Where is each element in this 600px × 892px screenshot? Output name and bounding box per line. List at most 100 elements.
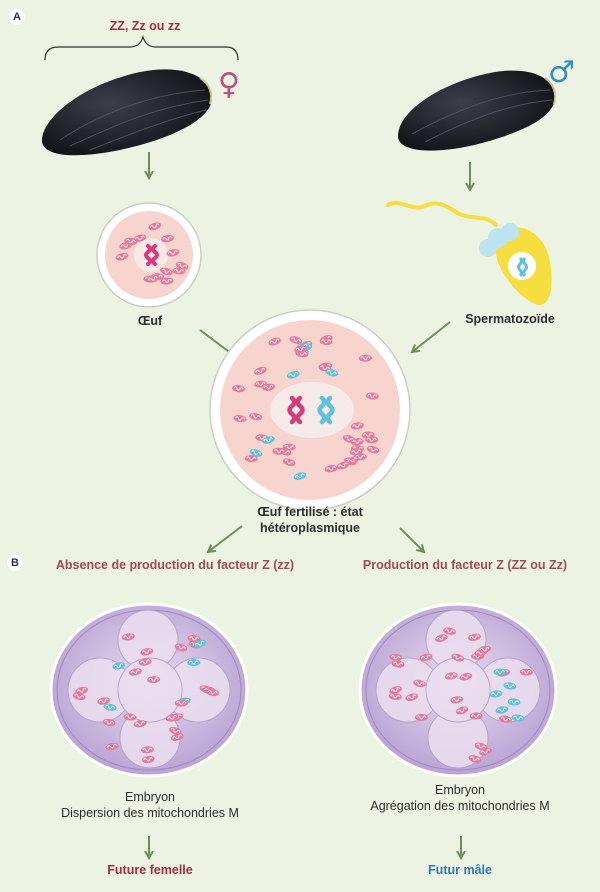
panel-marker-a: A <box>9 9 25 25</box>
panel-marker-b: B <box>7 555 23 571</box>
mitochondrion <box>391 660 405 668</box>
mitochondrion <box>124 237 138 245</box>
arrow-sperm-to-fertilized <box>410 321 451 354</box>
fertilized-egg-label-line2: hétéroplasmique <box>259 521 361 535</box>
egg-cell <box>96 202 202 308</box>
mitochondrion <box>140 648 154 656</box>
mitochondrion <box>121 633 135 641</box>
mitochondrion <box>389 686 402 694</box>
mitochondrion <box>350 438 364 446</box>
mitochondrion <box>148 222 161 231</box>
mitochondrion <box>97 697 111 705</box>
mitochondrion <box>105 742 119 751</box>
mitochondrion <box>187 659 201 667</box>
left-condition-label: Absence de production du facteur Z (zz) <box>55 558 295 572</box>
mitochondrion <box>206 688 220 697</box>
female-symbol-icon: ♀ <box>218 67 240 102</box>
mitochondrion <box>133 720 147 728</box>
mitochondrion <box>455 706 469 715</box>
mitochondrion-m <box>489 690 503 698</box>
mitochondrion <box>169 726 182 735</box>
mitochondrion <box>469 712 483 720</box>
mitochondrion <box>346 456 359 465</box>
mitochondrion <box>244 455 258 463</box>
mitochondrion <box>232 385 246 393</box>
mitochondrion <box>115 252 129 261</box>
mitochondrion <box>133 234 147 242</box>
mitochondrion <box>478 645 492 654</box>
mitochondrion <box>499 715 512 723</box>
mitochondrion <box>161 234 174 243</box>
embryo-female <box>49 602 249 778</box>
embryo-male <box>358 602 558 778</box>
right-condition-label: Production du facteur Z (ZZ ou Zz) <box>362 558 568 572</box>
mitochondrion <box>112 662 126 670</box>
mitochondrion <box>160 267 173 276</box>
mitochondrion <box>336 461 350 470</box>
right-embryo-label-line2: Agrégation des mitochondries M <box>370 799 550 813</box>
male-symbol-icon: ♂ <box>548 55 575 90</box>
mitochondrion <box>102 718 116 727</box>
mitochondrion <box>519 668 533 676</box>
left-outcome-label: Future femelle <box>107 863 193 877</box>
genotype-label: ZZ, Zz ou zz <box>109 19 181 33</box>
mitochondrion <box>324 465 338 473</box>
mitochondrion <box>160 277 174 285</box>
fertilized-egg <box>209 309 411 511</box>
mitochondrion <box>103 703 117 711</box>
egg-mitochondria <box>115 222 189 285</box>
mitochondrion <box>147 676 161 684</box>
mitochondrion-m <box>503 682 517 690</box>
mitochondrion <box>444 672 458 680</box>
mitochondrion <box>319 337 333 346</box>
mitochondrion <box>451 653 464 662</box>
mitochondrion <box>249 412 263 421</box>
genotype-bracket <box>44 34 239 61</box>
mitochondrion <box>289 336 303 344</box>
mitochondrion <box>419 653 433 661</box>
mitochondrion <box>268 337 281 346</box>
mitochondrion-m <box>495 706 509 714</box>
arrow-fertilized-right <box>399 527 426 554</box>
left-embryo-label-line2: Dispersion des mitochondries M <box>61 806 239 820</box>
mitochondrion <box>129 668 142 676</box>
fertilized-egg-label-line1: Œuf fertilisé : état <box>257 505 363 519</box>
sperm-label: Spermatozoïde <box>465 312 555 326</box>
sperm-cell <box>386 201 552 305</box>
mitochondrion-m <box>493 668 507 676</box>
mitochondrion <box>468 755 482 763</box>
egg-label: Œuf <box>137 314 163 328</box>
female-mussel <box>41 69 213 156</box>
mitochondrion <box>389 653 403 661</box>
mitochondrion <box>140 746 154 754</box>
mitochondrion <box>358 354 372 362</box>
mitochondrion <box>174 643 188 652</box>
mitochondrion <box>171 733 184 741</box>
mitochondrion <box>262 383 276 391</box>
mitochondrion <box>365 392 379 400</box>
mitochondrion <box>443 627 457 635</box>
mitochondrion <box>146 275 160 283</box>
mitochondrion <box>272 447 286 455</box>
mitochondrion <box>286 370 300 379</box>
mitochondrion <box>174 699 188 707</box>
right-outcome-label: Futur mâle <box>428 863 492 877</box>
mitochondrion <box>138 658 152 666</box>
mitochondrion <box>388 692 402 701</box>
fertilized-mitochondria <box>232 335 380 481</box>
mitochondrion <box>405 693 419 702</box>
mitochondrion <box>366 445 380 454</box>
mitochondrion <box>365 436 379 444</box>
mitochondrion <box>294 345 307 353</box>
mitochondrion <box>413 679 426 688</box>
mitochondrion-m <box>511 714 525 722</box>
mitochondrion <box>325 368 339 377</box>
mitochondrion <box>282 458 296 467</box>
mitochondrion <box>233 415 247 423</box>
right-embryo-label-line1: Embryon <box>434 783 486 797</box>
mitochondrion <box>72 692 86 701</box>
left-embryo-label-line1: Embryon <box>124 790 176 804</box>
mitochondrion <box>193 639 207 648</box>
